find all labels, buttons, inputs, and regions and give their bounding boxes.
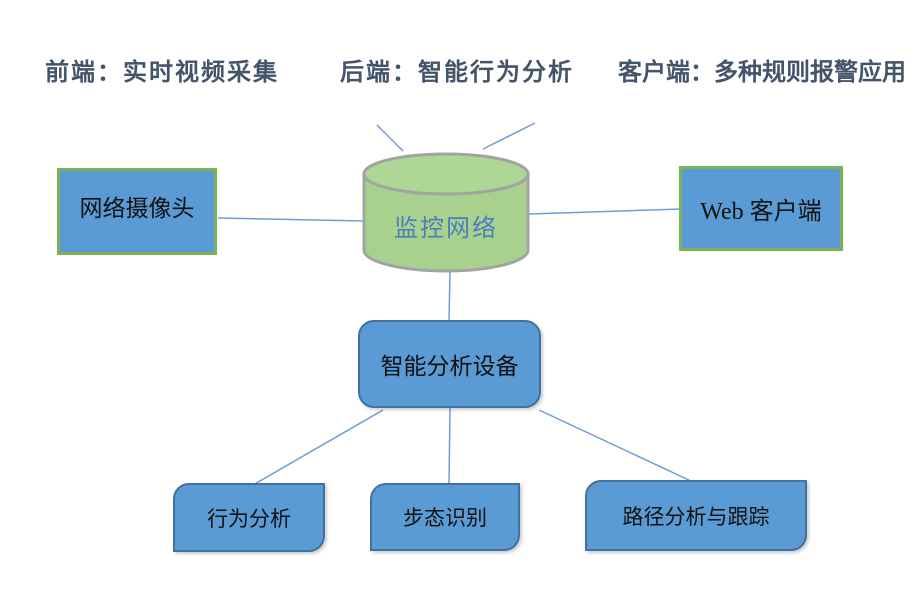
- node-behavior-analysis-label: 行为分析: [207, 506, 291, 531]
- edge-device-behavior: [252, 409, 384, 486]
- node-analysis-device-label: 智能分析设备: [380, 354, 519, 379]
- label-front-end: 前端：实时视频采集: [45, 60, 279, 86]
- cylinder-shape: [362, 152, 530, 273]
- node-network-camera: 网络摄像头: [57, 168, 217, 255]
- node-gait-recognition: 步态识别: [370, 483, 520, 551]
- node-web-client-label: Web 客户端: [700, 199, 822, 225]
- edge-network-webclient: [528, 208, 682, 215]
- edge-network-device: [448, 270, 451, 322]
- node-path-tracking-label: 路径分析与跟踪: [622, 504, 770, 529]
- node-gait-recognition-label: 步态识别: [403, 506, 487, 530]
- node-path-tracking: 路径分析与跟踪: [585, 480, 807, 551]
- edge-ray-top-left: [376, 124, 404, 152]
- node-behavior-analysis: 行为分析: [173, 483, 325, 552]
- node-network-camera-label: 网络摄像头: [79, 195, 195, 221]
- cylinder-body: [362, 174, 530, 273]
- label-back-end: 后端：智能行为分析: [340, 60, 574, 86]
- edge-device-gait: [448, 407, 451, 485]
- node-analysis-device: 智能分析设备: [358, 320, 541, 408]
- node-monitor-network-label: 监控网络: [394, 215, 498, 242]
- edge-ray-top-right: [482, 122, 536, 150]
- cylinder-top: [362, 152, 530, 196]
- node-web-client: Web 客户端: [679, 166, 843, 251]
- label-client: 客户端：多种规则报警应用: [618, 60, 906, 86]
- edge-camera-network: [217, 217, 365, 222]
- node-monitor-network: 监控网络: [362, 152, 530, 273]
- edge-device-path: [538, 409, 694, 483]
